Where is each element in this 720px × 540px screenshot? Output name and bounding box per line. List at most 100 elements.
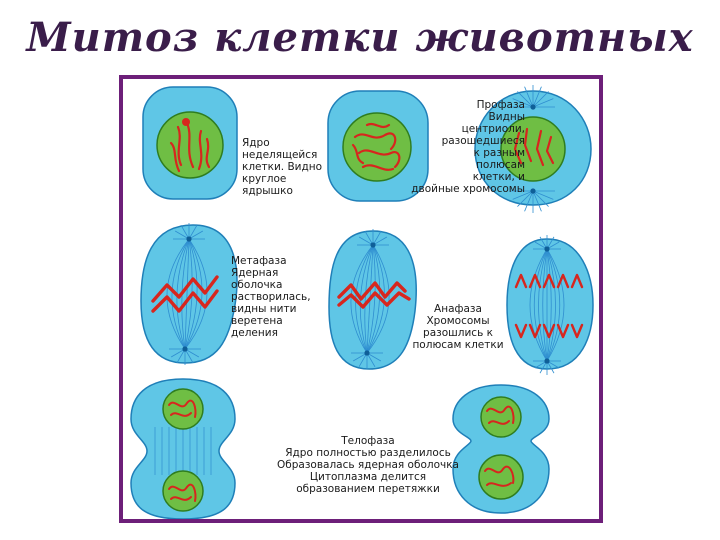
spindle-fiber <box>542 248 548 362</box>
chromosome <box>170 496 192 501</box>
spindle-fiber <box>358 236 374 246</box>
spindle-fiber <box>546 248 561 362</box>
spindle-fiber <box>524 190 534 212</box>
centriole <box>186 236 192 242</box>
chromosome <box>570 323 584 339</box>
spindle-fiber <box>532 86 542 108</box>
spindle-fiber <box>546 248 552 362</box>
chromosome <box>542 273 556 289</box>
chromosome <box>168 399 197 418</box>
centriole <box>370 242 376 248</box>
nucleus <box>480 396 522 438</box>
spindle-fiber <box>358 352 368 368</box>
chromosome <box>535 129 545 167</box>
chromosome <box>176 125 183 167</box>
label-anaphase: Анафаза Хромосомы разошлись к полюсам кл… <box>412 303 504 351</box>
label-metaphase: Метафаза Ядерная оболочка растворилась, … <box>231 255 311 339</box>
cytoplasm <box>328 230 417 370</box>
spindle-fiber <box>184 238 190 350</box>
chromosome <box>488 420 510 425</box>
chromosome <box>169 141 181 173</box>
spindle-fiber <box>372 230 382 246</box>
nucleus <box>342 112 412 182</box>
chromosome <box>351 143 365 165</box>
spindle-fiber <box>529 248 548 362</box>
spindle-fiber <box>188 224 198 240</box>
spindle-fiber <box>180 224 190 240</box>
spindle-fiber <box>184 238 203 350</box>
spindle-fiber <box>532 91 549 108</box>
spindle-fiber <box>166 238 190 350</box>
chromosome <box>486 405 515 424</box>
chromosome <box>170 412 192 417</box>
chromosome <box>514 273 528 289</box>
spindle-fiber <box>533 248 548 362</box>
spindle-fiber <box>366 244 376 354</box>
label-prophase: Профаза Видны центриоли, разошедшиеся к … <box>411 99 525 195</box>
spindle-fiber <box>366 352 382 362</box>
spindle-fiber <box>184 348 200 358</box>
cell-interphase <box>142 86 238 200</box>
spindle-fiber <box>538 248 548 362</box>
chromosome <box>151 289 219 313</box>
chromosome <box>528 273 542 289</box>
centriole <box>530 104 536 110</box>
chromosome <box>353 132 397 151</box>
chromosome <box>337 281 407 301</box>
centriole <box>544 246 550 252</box>
cytoplasm <box>452 384 550 514</box>
nucleus <box>478 454 524 500</box>
label-interphase: Ядро неделящейся клетки. Видно круглое я… <box>242 137 323 197</box>
chromosome <box>556 273 570 289</box>
chromosome <box>542 323 556 339</box>
chromosome <box>151 275 219 303</box>
spindle-fiber <box>352 352 368 362</box>
spindle-fiber <box>364 244 374 354</box>
chromosome <box>484 465 515 484</box>
centriole <box>544 358 550 364</box>
spindle-fiber <box>184 238 198 350</box>
spindle-fiber <box>524 86 534 108</box>
spindle-fiber <box>170 348 186 358</box>
chromosome <box>545 135 555 165</box>
spindle-fiber <box>512 190 534 200</box>
chromosome <box>357 149 401 169</box>
chromosome <box>337 291 411 309</box>
diagram-frame: Ядро неделящейся клетки. Видно круглое я… <box>119 75 603 523</box>
nucleolus <box>182 118 190 126</box>
spindle-fiber <box>532 98 554 108</box>
cell-late-prophase <box>474 85 592 213</box>
cell-metaphase <box>140 223 238 365</box>
spindle-fiber <box>174 230 190 240</box>
spindle-fiber <box>532 190 549 207</box>
spindle-fiber <box>372 236 388 246</box>
cell-anaphase <box>506 235 594 375</box>
chromosome <box>570 273 584 289</box>
spindle-fiber <box>532 190 554 200</box>
cell-metaphase-side <box>328 229 417 370</box>
spindle-fiber <box>517 190 534 207</box>
nucleus <box>500 116 566 182</box>
chromosome <box>523 127 533 163</box>
chromosome <box>556 323 570 339</box>
spindle-fiber <box>532 190 542 212</box>
spindle-fiber <box>546 248 565 362</box>
chromosome <box>205 137 211 169</box>
spindle-fiber <box>512 98 534 108</box>
spindle-fiber <box>176 348 186 364</box>
chromosome <box>168 483 197 502</box>
spindle-fiber <box>350 244 374 354</box>
spindle-fiber <box>184 238 208 350</box>
chromosome <box>197 129 203 171</box>
nucleus <box>162 388 204 430</box>
spindle-fiber <box>366 352 376 368</box>
chromosome <box>486 482 512 487</box>
centriole <box>182 346 188 352</box>
mitosis-diagram <box>130 85 594 519</box>
spindle-fiber <box>364 230 374 246</box>
slide-title: Митоз клетки животных <box>26 14 694 61</box>
cell-cytokinesis <box>452 384 550 514</box>
chromosome <box>185 121 195 169</box>
spindle-fiber <box>188 230 204 240</box>
spindle-fiber <box>366 244 390 354</box>
